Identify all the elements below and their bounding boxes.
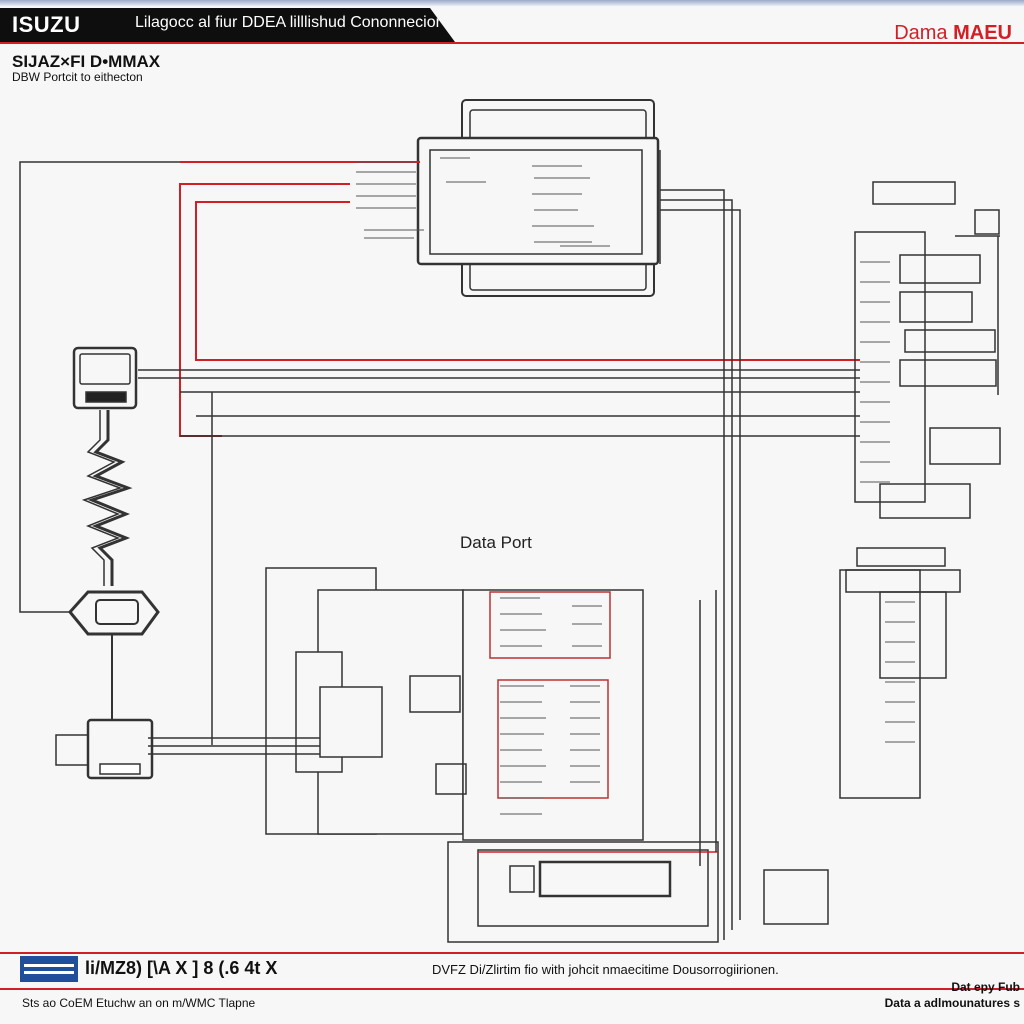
diagnostic-tool <box>72 346 138 410</box>
footer-code: li/MZ8) [\A X ] 8 (.6 4t X <box>85 958 278 978</box>
manufacturer-logo: Dama MAEU <box>894 22 1012 45</box>
ecu-module-top <box>416 99 661 297</box>
wiring-diagram <box>19 99 1001 943</box>
footer-right-bottom: Data a adlmounatures s <box>884 996 1020 1010</box>
header-bar <box>0 8 455 42</box>
header-rule <box>0 42 1024 44</box>
header-top-stripe <box>0 0 1024 6</box>
plug-connector <box>55 718 154 780</box>
diagram-subtitle: DBW Portcit to eithecton <box>12 70 143 84</box>
footer-rule-bottom <box>0 988 1024 990</box>
manufacturer-name: MAEU <box>953 22 1012 44</box>
relay-block-upper <box>854 181 1001 519</box>
footer-right-top: Dat epy Fub <box>951 980 1020 994</box>
manufacturer-prefix: Dama <box>894 22 948 44</box>
document-title: Lilagocc al fiur DDEA lilllishud Cononne… <box>135 14 441 31</box>
data-port-label: Data Port <box>460 533 532 552</box>
vehicle-model: SIJAZ×FI D•MMAX <box>12 52 161 71</box>
brand-logo: ISUZU <box>12 12 81 37</box>
footer-left-text: Sts ao CoEM Etuchw an on m/WMC Tlapne <box>22 996 256 1010</box>
obd-connector <box>68 590 160 636</box>
footer-note: DVFZ Di/Zlirtim fio with johcit nmaeciti… <box>432 962 779 977</box>
cable-harness <box>87 410 133 586</box>
relay-block-lower <box>763 547 961 925</box>
footer-rule-top <box>0 952 1024 954</box>
data-port-module <box>148 567 644 841</box>
footer-logo-icon <box>20 956 78 982</box>
bottom-connector <box>447 841 719 943</box>
